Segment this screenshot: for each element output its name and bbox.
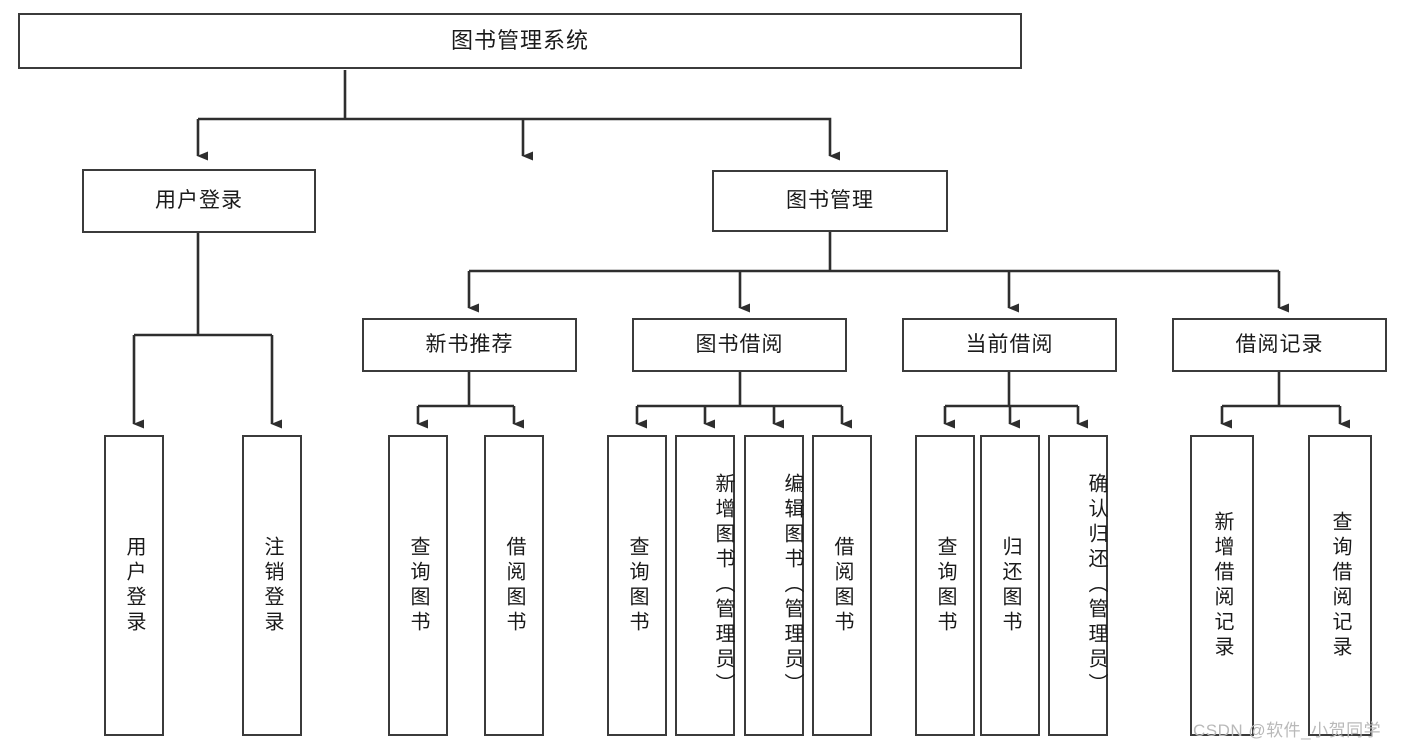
leaf-bb-query-book[interactable]: 查询图书 <box>607 435 667 736</box>
leaf-bb-edit-book-admin[interactable]: 编辑图书（管理员） <box>744 435 804 736</box>
leaf-cb-query-book[interactable]: 查询图书 <box>915 435 975 736</box>
leaf-br-query-record[interactable]: 查询借阅记录 <box>1308 435 1372 736</box>
leaf-nbr-borrow-book[interactable]: 借阅图书 <box>484 435 544 736</box>
leaf-nbr-query-book[interactable]: 查询图书 <box>388 435 448 736</box>
node-user-login[interactable]: 用户登录 <box>82 169 316 233</box>
node-book-management[interactable]: 图书管理 <box>712 170 948 232</box>
leaf-cb-confirm-return-admin[interactable]: 确认归还（管理员） <box>1048 435 1108 736</box>
leaf-bb-add-book-admin[interactable]: 新增图书（管理员） <box>675 435 735 736</box>
csdn-watermark: CSDN @软件_小贺同学 <box>1193 721 1382 740</box>
node-current-borrow[interactable]: 当前借阅 <box>902 318 1117 372</box>
leaf-br-add-record[interactable]: 新增借阅记录 <box>1190 435 1254 736</box>
edge-root-to-book-manage <box>523 117 840 161</box>
node-root-book-management-system[interactable]: 图书管理系统 <box>18 13 1022 69</box>
leaf-bb-borrow-book[interactable]: 借阅图书 <box>812 435 872 736</box>
node-book-borrow[interactable]: 图书借阅 <box>632 318 847 372</box>
leaf-cb-return-book[interactable]: 归还图书 <box>980 435 1040 736</box>
leaf-user-login[interactable]: 用户登录 <box>104 435 164 736</box>
node-new-book-recommend[interactable]: 新书推荐 <box>362 318 577 372</box>
leaf-logout-login[interactable]: 注销登录 <box>242 435 302 736</box>
node-borrow-record[interactable]: 借阅记录 <box>1172 318 1387 372</box>
